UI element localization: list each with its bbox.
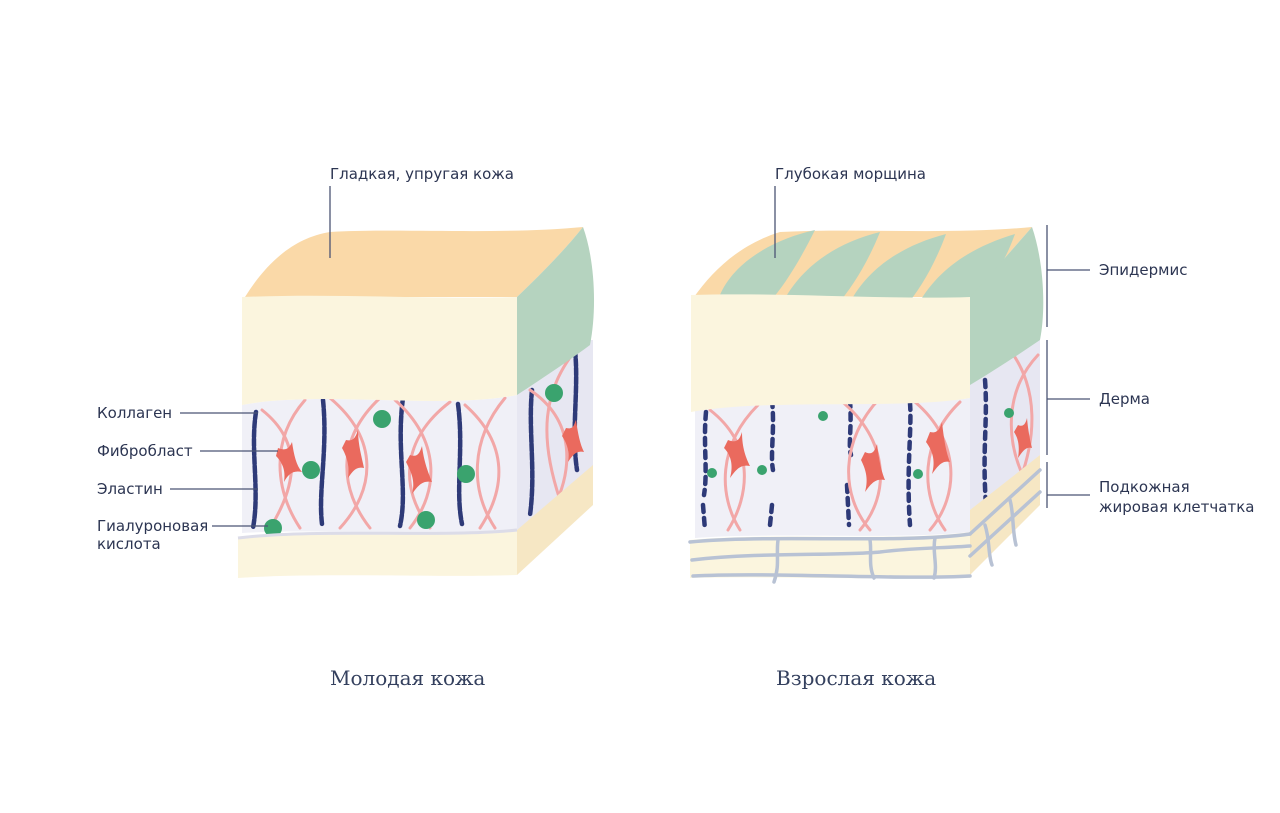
young-epidermis-front — [242, 295, 517, 405]
adult-hyaluronic-acid — [707, 408, 1014, 479]
adult-skin-block — [688, 227, 1044, 584]
caption-young-skin: Молодая кожа — [330, 666, 485, 690]
label-collagen: Коллаген — [97, 404, 172, 422]
label-hyaluronic-line2: кислота — [97, 535, 161, 553]
label-deep-wrinkle: Глубокая морщина — [775, 165, 926, 183]
young-hyaluronic-acid — [264, 384, 563, 537]
adult-wrinkles — [718, 230, 1015, 308]
captions: Молодая кожа Взрослая кожа — [330, 666, 936, 690]
caption-adult-skin: Взрослая кожа — [776, 666, 936, 690]
adult-fibroblasts — [724, 418, 1032, 492]
label-hyaluronic-line1: Гиалуроновая — [97, 517, 208, 535]
adult-dermis-front — [695, 398, 970, 538]
young-base-side — [517, 465, 593, 575]
labels: Гладкая, упругая кожа Глубокая морщина К… — [97, 165, 1254, 553]
label-epidermis: Эпидермис — [1099, 261, 1187, 279]
young-base-edge — [237, 528, 518, 540]
adult-fat-cells — [688, 468, 1042, 584]
young-epidermis-side — [517, 227, 595, 395]
young-base-front — [238, 530, 517, 578]
label-subcutaneous-line1: Подкожная — [1099, 478, 1190, 496]
adult-epidermis-front — [691, 294, 970, 412]
label-elastin: Эластин — [97, 480, 163, 498]
adult-dermis-side — [970, 340, 1040, 510]
young-fibroblasts — [276, 420, 584, 494]
label-smooth-skin: Гладкая, упругая кожа — [330, 165, 514, 183]
young-dermis-front — [242, 395, 517, 534]
adult-epidermis-side — [970, 227, 1044, 385]
label-dermis: Дерма — [1099, 390, 1150, 408]
label-subcutaneous-line2: жировая клетчатка — [1099, 498, 1254, 516]
label-fibroblast: Фибробласт — [97, 442, 193, 460]
leader-lines — [170, 186, 1090, 527]
young-skin-block — [237, 227, 595, 578]
young-collagen-fibers — [250, 347, 580, 531]
